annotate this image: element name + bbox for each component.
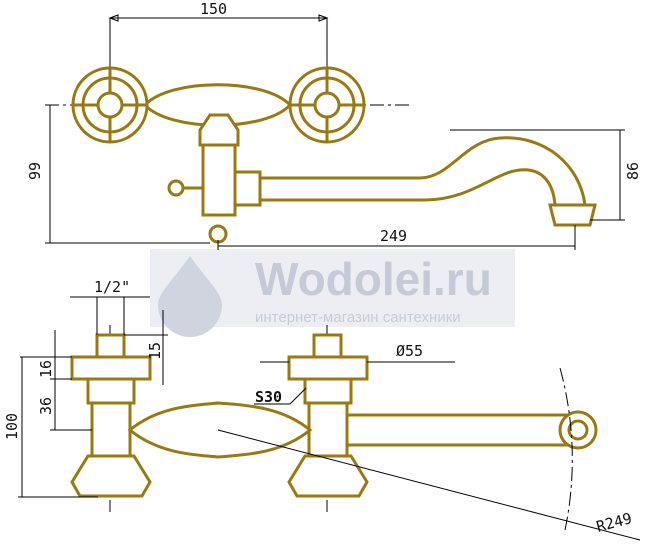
dim-thread-length: 15 (146, 342, 164, 360)
watermark-tagline: интернет-магазин сантехники (255, 309, 461, 326)
dim-handle-spacing: 150 (200, 0, 227, 18)
aerator (548, 203, 597, 227)
body (127, 401, 313, 459)
dim-spout-height: 86 (624, 162, 642, 180)
dim-wrench-size: S30 (255, 388, 282, 406)
dim-total-height: 100 (3, 413, 21, 440)
top-view: 150 99 86 249 (26, 0, 642, 250)
water-drop-icon (158, 256, 222, 337)
dim-nut-height: 16 (37, 360, 55, 378)
dim-diameter: Ø55 (396, 342, 423, 360)
spout (345, 413, 574, 447)
watermark: Wodolei.ru интернет-магазин сантехники (150, 249, 515, 337)
spout (258, 136, 587, 207)
handwheel-right (288, 66, 366, 144)
watermark-brand: Wodolei.ru (255, 253, 492, 305)
dim-hex-height: 36 (37, 397, 55, 415)
dim-spout-reach: 249 (380, 227, 407, 245)
front-view: 1/2" 15 16 36 100 Ø55 S30 R249 (3, 278, 641, 541)
valve-left (70, 333, 152, 498)
valve-right (287, 333, 369, 498)
dim-thread: 1/2" (94, 278, 130, 296)
handwheel-left (71, 66, 149, 144)
dim-height-top: 99 (26, 162, 44, 180)
dim-swing-radius: R249 (594, 509, 634, 536)
